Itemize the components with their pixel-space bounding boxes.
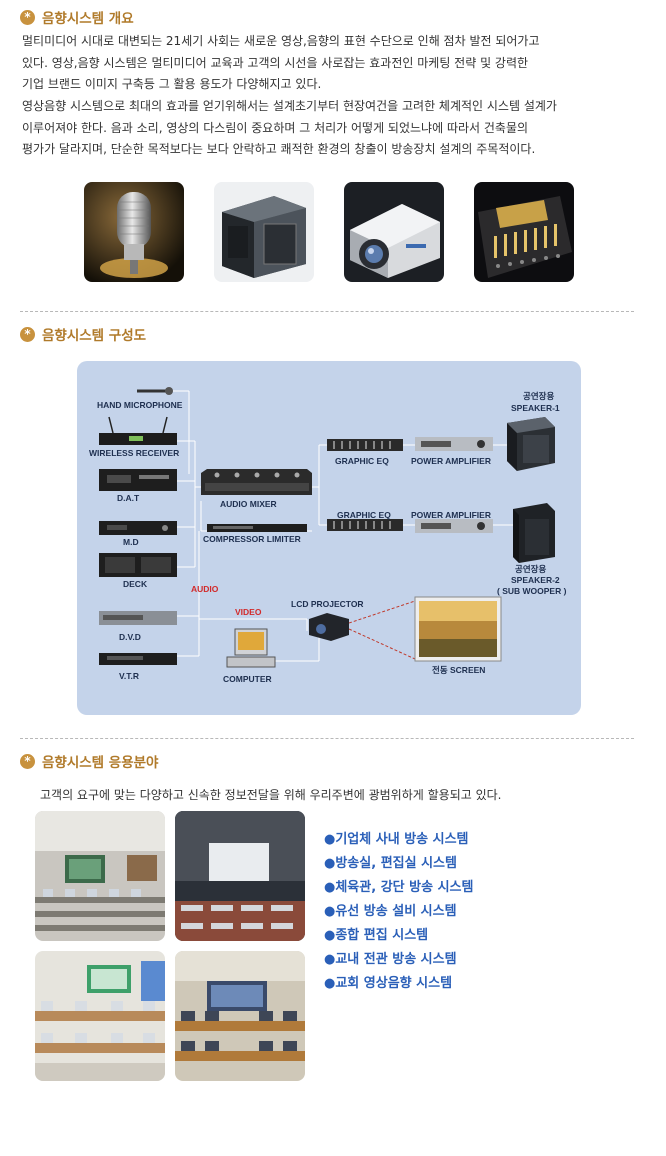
classroom-photo-1 bbox=[35, 811, 165, 941]
projection-screen-icon bbox=[414, 596, 502, 662]
section-title-diagram: * 음향시스템 구성도 bbox=[20, 323, 146, 345]
power-amplifier-1-icon bbox=[415, 437, 493, 451]
list-item: ●유선 방송 설비 시스템 bbox=[324, 904, 457, 919]
label-graphic-eq-1: GRAPHIC EQ bbox=[335, 456, 389, 466]
label-power-amplifier-2: POWER AMPLIFIER bbox=[411, 510, 491, 520]
md-deck-icon bbox=[99, 521, 177, 535]
list-item: ●체육관, 강단 방송 시스템 bbox=[324, 880, 474, 895]
microphone-photo bbox=[84, 182, 184, 282]
section-divider bbox=[20, 738, 634, 739]
label-speaker-1-kr: 공연장용 bbox=[523, 391, 554, 401]
overview-paragraph-1: 멀티미디어 시대로 대변되는 21세기 사회는 새로운 영상,음향의 표현 수단… bbox=[22, 31, 642, 96]
label-deck: DECK bbox=[123, 579, 148, 589]
star-badge-icon: * bbox=[20, 326, 35, 342]
compressor-limiter-icon bbox=[207, 524, 307, 532]
vtr-player-icon bbox=[99, 653, 177, 665]
dvd-player-icon bbox=[99, 611, 177, 625]
list-item: ●교내 전관 방송 시스템 bbox=[324, 952, 457, 967]
label-speaker-2: SPEAKER-2 bbox=[511, 575, 560, 585]
power-amplifier-2-icon bbox=[415, 519, 493, 533]
list-item: ●방송실, 편집실 시스템 bbox=[324, 856, 457, 871]
speaker-photo bbox=[214, 182, 314, 282]
list-item: ●기업체 사내 방송 시스템 bbox=[324, 832, 469, 847]
label-md: M.D bbox=[123, 537, 139, 547]
section-title-applications: * 음향시스템 응용분야 bbox=[20, 750, 158, 772]
label-computer: COMPUTER bbox=[223, 674, 272, 684]
label-sub-wooper: ( SUB WOOPER ) bbox=[497, 586, 567, 596]
text-line: 기업 브랜드 이미지 구축등 그 활용 용도가 다양해지고 있다. bbox=[22, 77, 322, 91]
applications-intro: 고객의 요구에 맞는 다양하고 신속한 정보전달을 위해 우리주변에 광범위하게… bbox=[40, 788, 502, 802]
section-title-text: 음향시스템 응용분야 bbox=[42, 755, 159, 771]
label-lcd-projector: LCD PROJECTOR bbox=[291, 599, 364, 609]
star-badge-icon: * bbox=[20, 9, 35, 25]
label-dat: D.A.T bbox=[117, 493, 140, 503]
list-item: ●교회 영상음향 시스템 bbox=[324, 976, 453, 991]
section-title-text: 음향시스템 개요 bbox=[42, 11, 134, 27]
hand-microphone-icon bbox=[137, 387, 173, 395]
text-line: 영상음향 시스템으로 최대의 효과를 얻기위해서는 설계초기부터 현장여건을 고… bbox=[22, 99, 557, 113]
classroom-photo-4 bbox=[175, 951, 305, 1081]
label-audio: AUDIO bbox=[191, 584, 219, 594]
label-compressor-limiter: COMPRESSOR LIMITER bbox=[203, 534, 301, 544]
list-item: ●종합 편집 시스템 bbox=[324, 928, 429, 943]
section-title-text: 음향시스템 구성도 bbox=[42, 328, 147, 344]
label-wireless-receiver: WIRELESS RECEIVER bbox=[89, 448, 179, 458]
label-graphic-eq-2: GRAPHIC EQ bbox=[337, 510, 391, 520]
label-hand-microphone: HAND MICROPHONE bbox=[97, 400, 183, 410]
text-line: 이루어져야 한다. 음과 소리, 영상의 다스림이 중요하며 그 처리가 어떻게… bbox=[22, 120, 529, 135]
overview-paragraph-2: 영상음향 시스템으로 최대의 효과를 얻기위해서는 설계초기부터 현장여건을 고… bbox=[22, 96, 642, 161]
section-divider bbox=[20, 311, 634, 312]
label-speaker-2-kr: 공연장용 bbox=[515, 564, 546, 574]
cassette-deck-icon bbox=[99, 553, 177, 577]
text-line: 평가가 달라지며, 단순한 목적보다는 보다 안락하고 쾌적한 환경의 창출이 … bbox=[22, 142, 536, 156]
text-line: 멀티미디어 시대로 대변되는 21세기 사회는 새로운 영상,음향의 표현 수단… bbox=[22, 34, 540, 48]
classroom-photo-2 bbox=[175, 811, 305, 941]
label-dvd: D.V.D bbox=[119, 632, 141, 642]
label-power-amplifier-1: POWER AMPLIFIER bbox=[411, 456, 491, 466]
text-line: 있다. 영상,음향 시스템은 멀티미디어 교육과 고객의 시선을 사로잡는 효과… bbox=[22, 55, 529, 70]
label-video: VIDEO bbox=[235, 607, 262, 617]
graphic-eq-1-icon bbox=[327, 439, 403, 451]
wireless-receiver-icon bbox=[99, 416, 177, 445]
dat-deck-icon bbox=[99, 469, 177, 491]
label-vtr: V.T.R bbox=[119, 671, 139, 681]
graphic-eq-2-icon bbox=[327, 519, 403, 531]
section-title-overview: * 음향시스템 개요 bbox=[20, 6, 134, 28]
label-screen: 전동 SCREEN bbox=[432, 665, 485, 675]
speaker-1-icon bbox=[507, 417, 555, 471]
computer-icon bbox=[226, 628, 276, 668]
mixer-photo bbox=[474, 182, 574, 282]
audio-mixer-icon bbox=[201, 469, 312, 495]
star-badge-icon: * bbox=[20, 753, 35, 769]
label-audio-mixer: AUDIO MIXER bbox=[220, 499, 277, 509]
speaker-2-icon bbox=[513, 503, 555, 563]
applications-list: ●기업체 사내 방송 시스템 ●방송실, 편집실 시스템 ●체육관, 강단 방송… bbox=[324, 828, 473, 996]
projector-photo bbox=[344, 182, 444, 282]
label-speaker-1: SPEAKER-1 bbox=[511, 403, 560, 413]
classroom-photo-3 bbox=[35, 951, 165, 1081]
sound-system-diagram: HAND MICROPHONE WIRELESS RECEIVER D.A.T … bbox=[77, 361, 581, 715]
lcd-projector-icon bbox=[309, 613, 349, 641]
